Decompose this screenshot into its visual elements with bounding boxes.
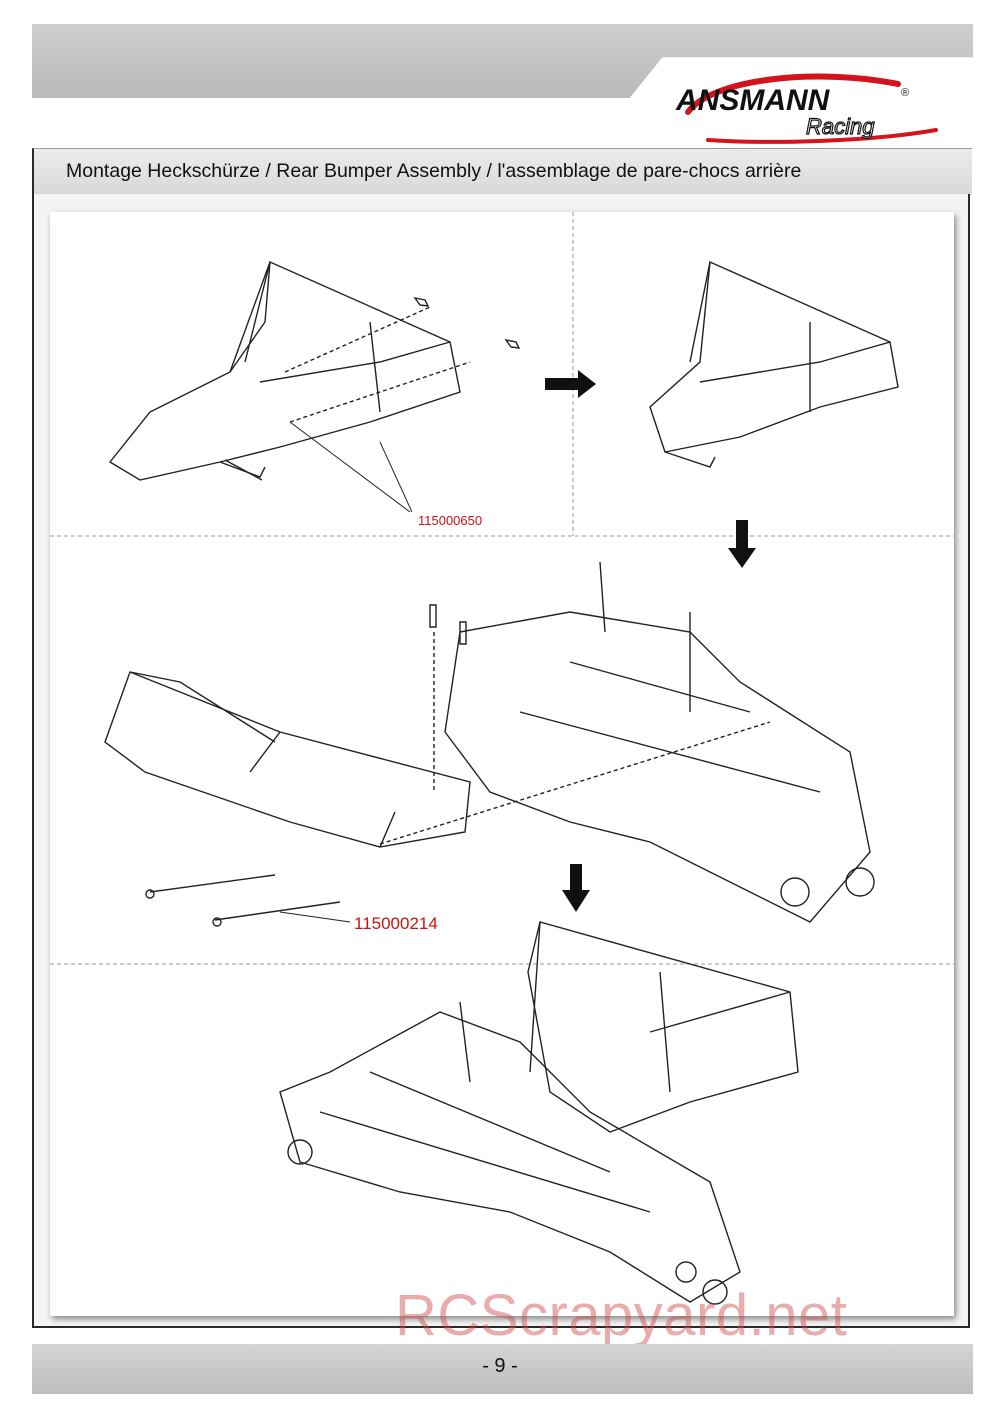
page-title: Montage Heckschürze / Rear Bumper Assemb… [66, 160, 802, 182]
arrow-down-icon [562, 864, 590, 912]
step2-bumper-drawing [649, 260, 899, 468]
part-number-pin: 115000214 [354, 914, 438, 933]
section-header: Montage Heckschürze / Rear Bumper Assemb… [32, 148, 972, 195]
footer-band [32, 1344, 973, 1394]
assembly-diagram-panel: 115000650 115000214 [50, 212, 954, 1316]
ansmann-racing-logo: ANSMANN ® Racing [675, 73, 938, 144]
step3-exploded-drawing [104, 561, 875, 927]
logo-registered: ® [901, 87, 909, 99]
arrow-down-icon [728, 520, 756, 568]
page-number: - 9 - [482, 1355, 518, 1377]
watermark: RCScrapyard.net [395, 1283, 848, 1348]
step1-leader-lines [289, 421, 413, 513]
step1-bumper-drawing [108, 260, 521, 481]
logo-sub: Racing [806, 114, 875, 139]
assembly-diagram: 115000650 115000214 [50, 212, 954, 1305]
logo-name: ANSMANN [675, 84, 831, 117]
step3-leader-line [279, 911, 351, 923]
step4-final-drawing [279, 921, 799, 1305]
arrow-right-icon [545, 370, 596, 398]
step-dividers [50, 212, 954, 965]
part-number-bumper: 115000650 [418, 513, 482, 528]
